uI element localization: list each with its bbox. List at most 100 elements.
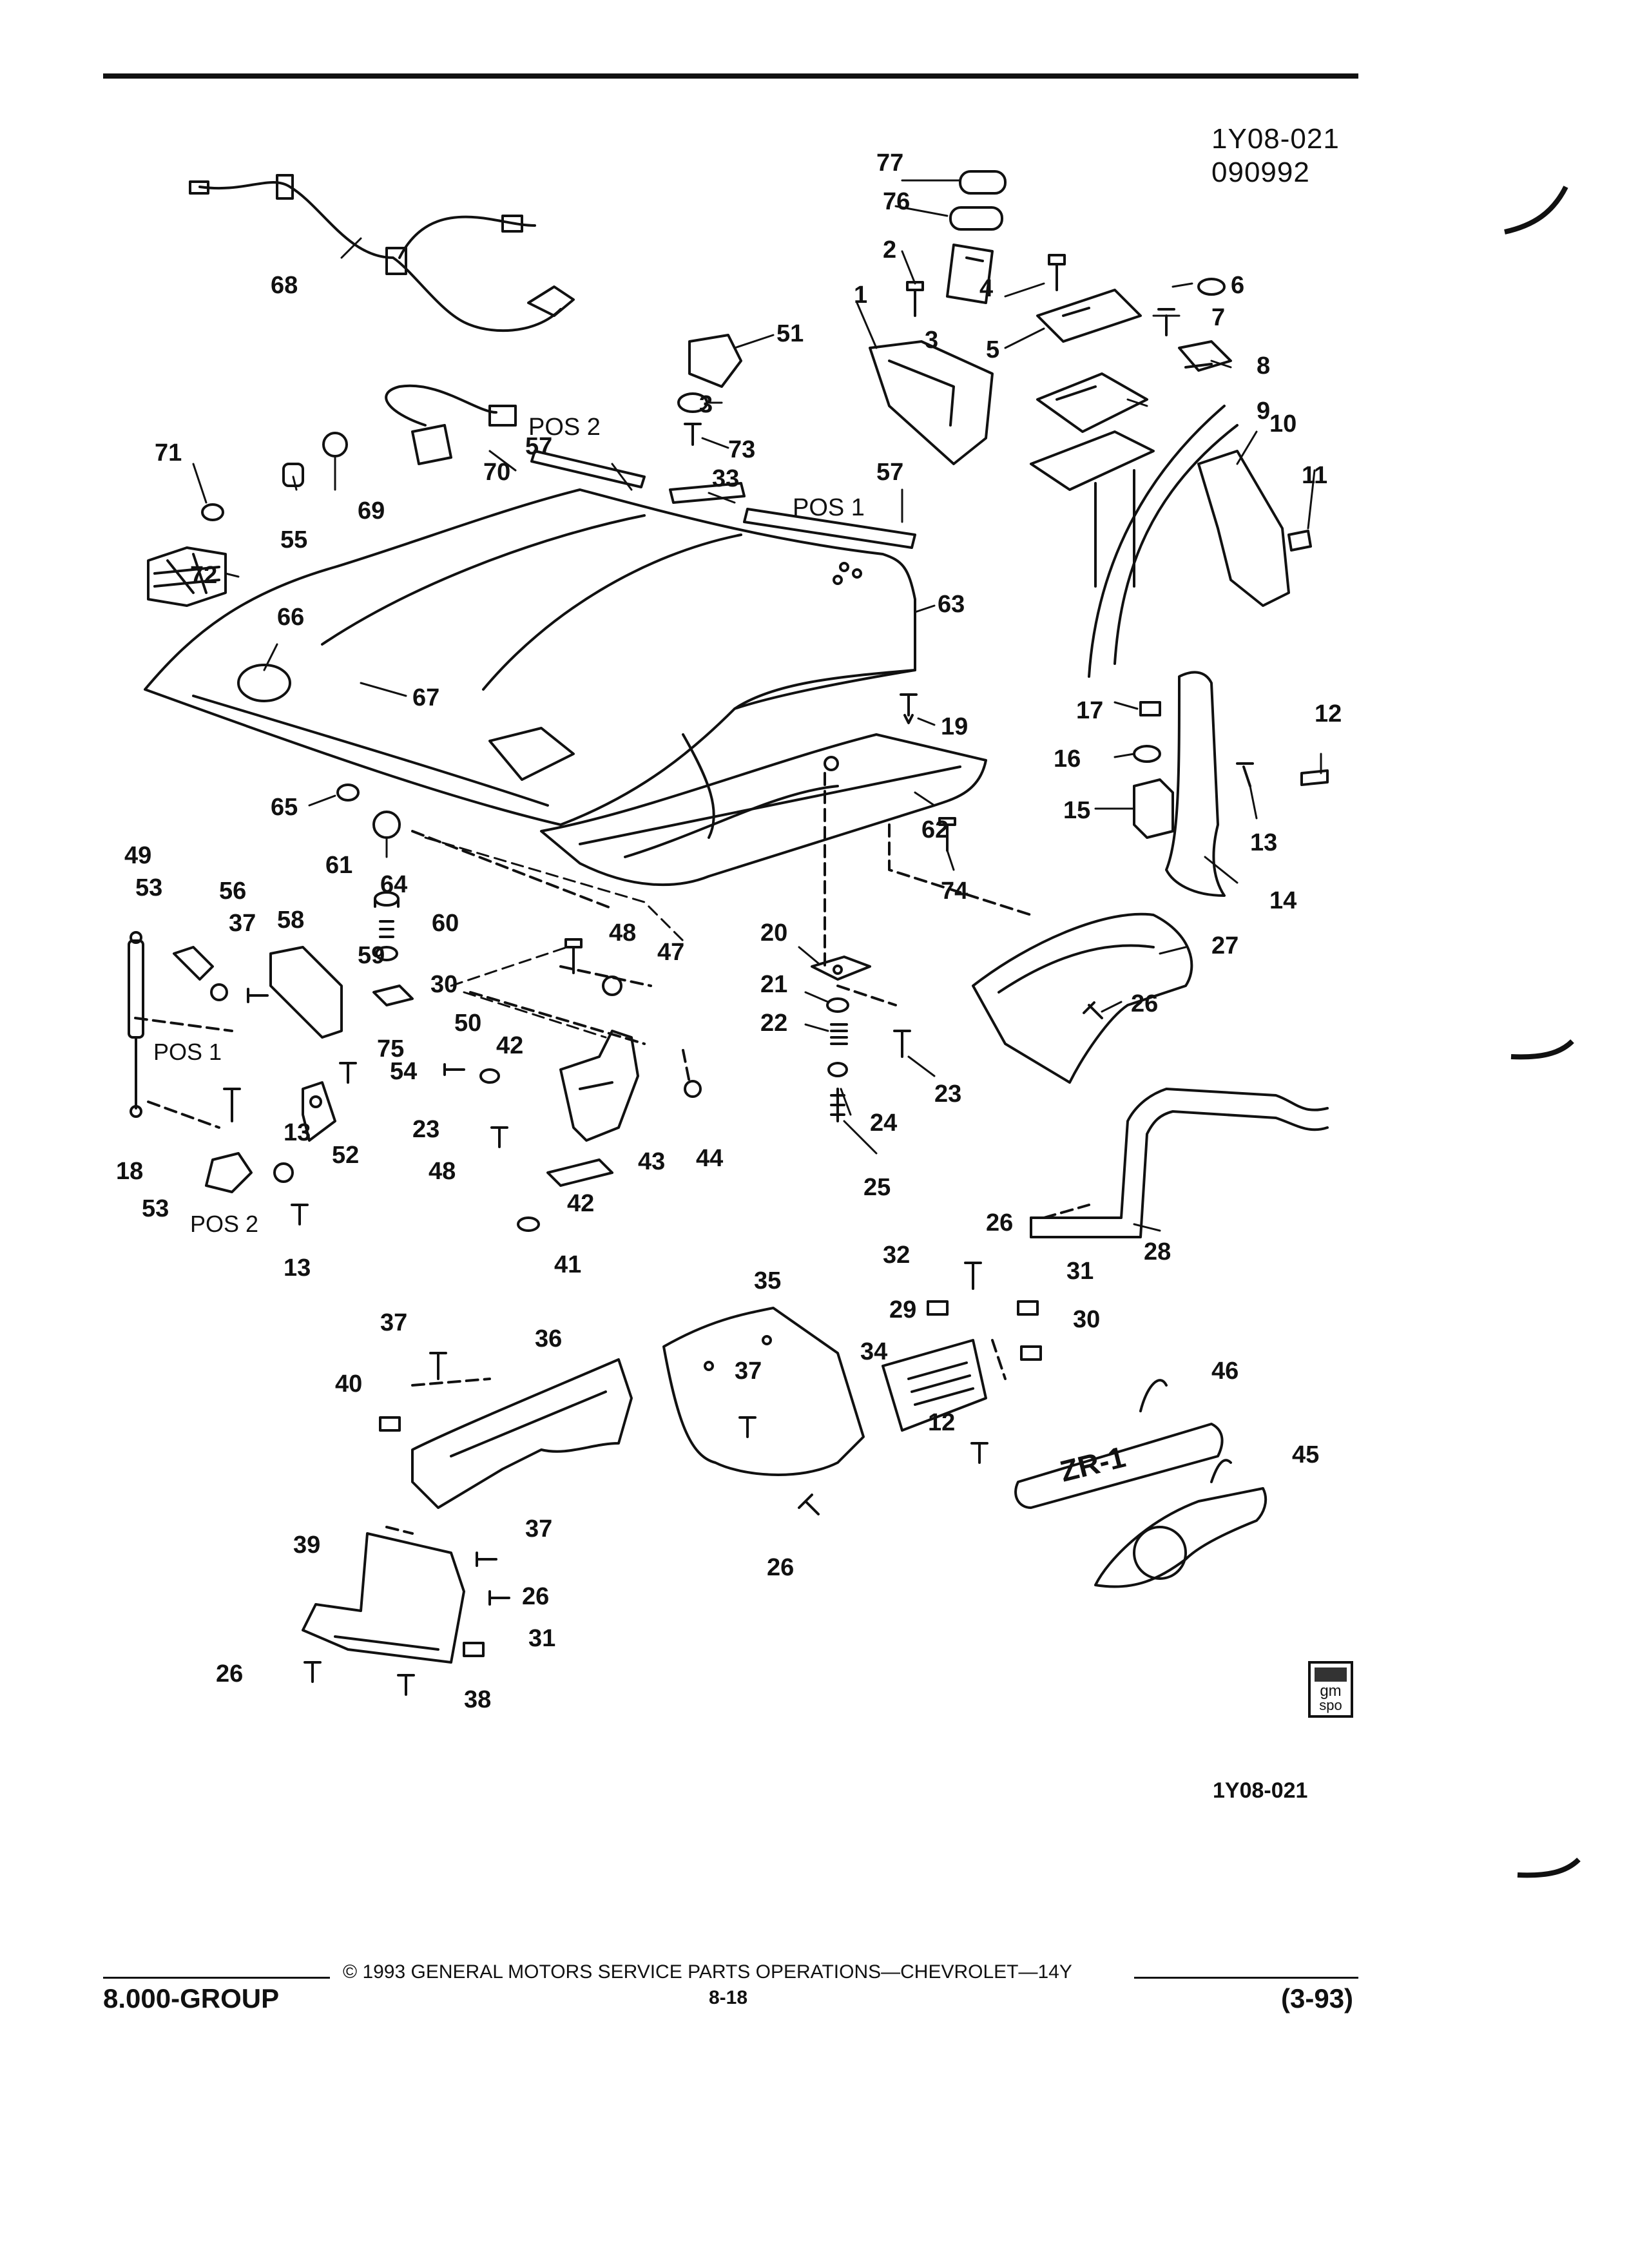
screw-73 — [684, 423, 702, 446]
callout-number: 3 — [925, 327, 938, 354]
bolt-13b — [223, 1088, 241, 1122]
pos-label: POS 1 — [793, 494, 865, 521]
bumper-64 — [372, 811, 401, 839]
callout-number: 34 — [860, 1338, 887, 1365]
callout-number: 67 — [412, 684, 439, 711]
screw-12b — [970, 1442, 988, 1464]
gm-spo-logo: gm spo — [1308, 1661, 1353, 1718]
callout-number: 53 — [135, 874, 162, 901]
footer-rule-right — [1134, 1977, 1358, 1979]
callout-number: 23 — [412, 1116, 439, 1143]
callout-number: 9 — [1257, 398, 1270, 425]
washer-50 — [479, 1068, 500, 1084]
callout-number: 12 — [928, 1409, 955, 1436]
callout-number: 19 — [941, 713, 968, 740]
callout-number: 13 — [1250, 829, 1277, 856]
callout-number: 39 — [293, 1532, 320, 1559]
callout-number: 26 — [522, 1583, 549, 1610]
bolt-26e — [304, 1661, 322, 1683]
weatherstrip-57a — [530, 450, 646, 488]
louver-29 — [882, 1339, 987, 1432]
screw-74 — [938, 817, 956, 852]
bolt-37a — [247, 988, 269, 1003]
callout-number: 50 — [454, 1010, 481, 1037]
emblem-45 — [1094, 1459, 1268, 1588]
shield-14 — [1165, 671, 1226, 897]
callout-number: 72 — [190, 562, 217, 589]
callout-number: 56 — [219, 878, 246, 905]
bushing-24 — [827, 1062, 848, 1077]
callout-number: 38 — [464, 1686, 491, 1713]
callout-number: 42 — [567, 1190, 594, 1217]
callout-number: 59 — [358, 942, 385, 969]
footer-rule-left — [103, 1977, 330, 1979]
callout-number: 16 — [1054, 745, 1081, 773]
bolt-37b — [476, 1552, 497, 1567]
callout-number: 42 — [496, 1032, 523, 1059]
callout-number: 11 — [1302, 462, 1327, 489]
callout-number: 48 — [429, 1158, 456, 1185]
callout-number: 1 — [854, 282, 867, 309]
callout-number: 37 — [229, 910, 256, 937]
latch-support-1 — [869, 340, 994, 465]
callout-number: 65 — [271, 794, 298, 821]
footer-copyright: © 1993 GENERAL MOTORS SERVICE PARTS OPER… — [343, 1961, 1072, 1983]
bracket-10 — [1197, 450, 1290, 607]
callout-number: 24 — [870, 1110, 897, 1137]
washer-44 — [684, 1080, 702, 1098]
footer-group: 8.000-GROUP — [103, 1983, 280, 2013]
callout-number: 40 — [335, 1370, 362, 1398]
bracket-15 — [1133, 778, 1174, 839]
callout-number: 10 — [1269, 410, 1296, 437]
callout-leaders — [192, 179, 1322, 1232]
callout-number: 62 — [921, 816, 949, 843]
grille-72 — [147, 546, 227, 607]
callout-number: 4 — [979, 275, 993, 302]
callout-number: 57 — [876, 459, 903, 486]
callout-number: 30 — [1073, 1306, 1100, 1333]
latch-9 — [1036, 372, 1148, 433]
logo-line-1: gm — [1320, 1682, 1341, 1700]
bolt-38 — [397, 1674, 415, 1696]
footer-illustration-id: 1Y08-021 — [1213, 1778, 1308, 1803]
callout-number: 17 — [1076, 697, 1103, 724]
panel-column — [1030, 405, 1239, 678]
callout-number: 63 — [938, 591, 965, 618]
clip-30b — [1020, 1345, 1042, 1361]
callout-number: 33 — [712, 465, 739, 492]
callout-number: 77 — [876, 149, 903, 177]
callout-number: 8 — [1257, 352, 1270, 380]
callout-number: 64 — [380, 871, 407, 898]
nut-21 — [826, 997, 849, 1013]
clip-31a — [1017, 1300, 1039, 1316]
callout-number: 26 — [1131, 990, 1158, 1017]
callout-number: 3 — [699, 391, 713, 418]
callout-number: 20 — [760, 919, 787, 947]
hinge-dashes — [424, 836, 684, 1039]
seal-33 — [669, 482, 746, 504]
clip-30a — [372, 985, 414, 1006]
callout-number: 74 — [941, 878, 968, 905]
callout-number: 76 — [883, 188, 910, 215]
bolt-48b — [490, 1126, 508, 1148]
screw-26c — [798, 1494, 820, 1515]
callout-number: 46 — [1211, 1358, 1239, 1385]
bulb-71 — [201, 503, 224, 521]
grommet-16 — [1133, 745, 1161, 763]
hood-release-cable — [189, 174, 575, 332]
callout-number: 26 — [767, 1554, 794, 1581]
plate-20 — [811, 956, 871, 981]
clip-32 — [927, 1300, 949, 1316]
illustration-id: 1Y08-021 — [1211, 123, 1340, 155]
nut-6 — [1197, 278, 1226, 296]
callout-number: 28 — [1144, 1238, 1171, 1265]
pos-label: POS 2 — [528, 414, 601, 441]
duct-27 — [972, 912, 1193, 1084]
callout-number: 36 — [535, 1325, 562, 1352]
clip-40 — [379, 1416, 401, 1432]
cap-61 — [374, 891, 400, 908]
callout-number: 57 — [525, 433, 552, 460]
callout-number: 73 — [728, 436, 755, 463]
grommet-3b — [677, 392, 708, 413]
weatherstrip-57b — [743, 508, 916, 549]
